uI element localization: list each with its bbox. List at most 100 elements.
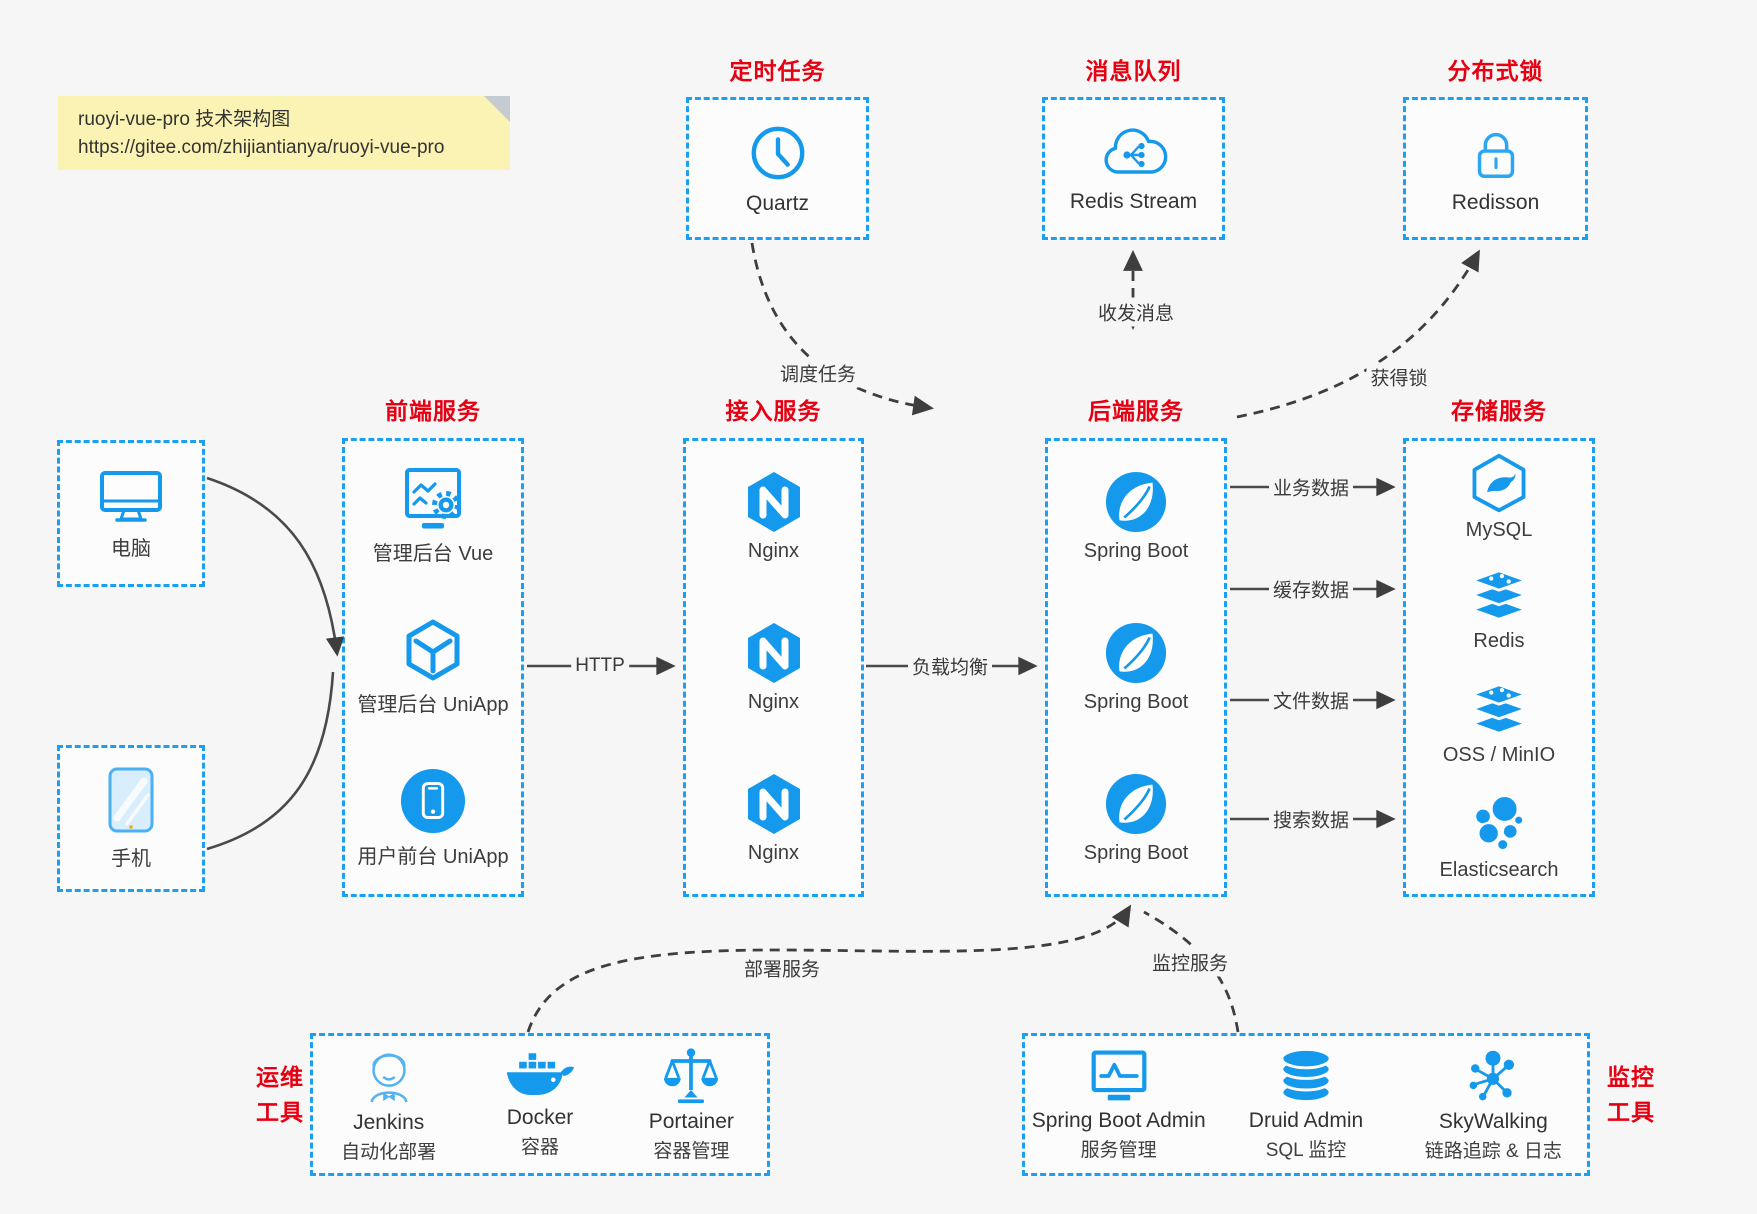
section-title-ops-tools: 运维 工具 — [247, 1060, 313, 1130]
node-label: Quartz — [745, 191, 810, 215]
section-title-frontend: 前端服务 — [385, 398, 481, 424]
portainer-scales-icon — [661, 1047, 721, 1105]
node-elasticsearch: Elasticsearch — [1406, 781, 1592, 894]
phone-icon — [108, 767, 154, 833]
node-label: 管理后台 UniApp — [357, 694, 509, 716]
tool-desc: 容器 — [520, 1136, 559, 1158]
column-storage: MySQL Redis — [1403, 438, 1595, 897]
column-frontend: 管理后台 Vue 管理后台 UniApp 用户前台 UniApp — [342, 438, 524, 897]
mysql-icon — [1469, 453, 1529, 513]
box-monitoring-tools: Spring Boot Admin 服务管理 Druid Admin SQL 监… — [1022, 1033, 1590, 1176]
node-label: Redis Stream — [1069, 189, 1198, 213]
node-label: 电脑 — [111, 538, 151, 560]
spring-icon — [1104, 621, 1168, 685]
edge-label-lock: 获得锁 — [1366, 362, 1432, 392]
edge-label-messaging: 收发消息 — [1093, 297, 1179, 327]
node-label: MySQL — [1465, 519, 1533, 542]
edge-label-file-data: 文件数据 — [1268, 685, 1354, 715]
node-springboot-1: Spring Boot — [1048, 441, 1224, 592]
node-label: Redis — [1473, 630, 1525, 653]
docker-icon — [504, 1051, 576, 1101]
tool-desc: 服务管理 — [1080, 1139, 1157, 1161]
lock-icon — [1477, 132, 1514, 178]
node-label: Spring Boot — [1083, 691, 1189, 713]
node-springboot-3: Spring Boot — [1048, 743, 1224, 894]
node-pc-client: 电脑 — [57, 440, 205, 587]
node-label: Nginx — [747, 540, 800, 562]
nginx-icon — [745, 470, 803, 534]
tool-name: Druid Admin — [1248, 1108, 1364, 1132]
elasticsearch-icon — [1469, 793, 1529, 853]
section-title-message-queue: 消息队列 — [1085, 58, 1182, 84]
tool-name: Spring Boot Admin — [1031, 1108, 1206, 1132]
node-label: Spring Boot — [1083, 842, 1189, 864]
edge-label-business-data: 业务数据 — [1268, 472, 1354, 502]
tool-name: Docker — [506, 1105, 574, 1129]
monitor-pulse-icon — [1089, 1048, 1149, 1104]
tool-desc: 容器管理 — [653, 1140, 730, 1162]
node-nginx-3: Nginx — [686, 743, 861, 894]
edge-deploy-services — [526, 904, 1132, 1033]
note-title: ruoyi-vue-pro 技术架构图 — [78, 109, 291, 130]
desktop-icon — [100, 471, 162, 522]
edge-label-http: HTTP — [571, 654, 629, 678]
redis-stack-icon — [1467, 568, 1531, 624]
clock-icon — [751, 126, 804, 179]
node-quartz: Quartz — [686, 97, 869, 240]
node-portainer: Portainer 容器管理 — [616, 1047, 767, 1163]
node-jenkins: Jenkins 自动化部署 — [313, 1046, 464, 1164]
tool-desc: 自动化部署 — [341, 1141, 437, 1163]
node-admin-vue: 管理后台 Vue — [345, 441, 521, 592]
spring-icon — [1104, 470, 1168, 534]
note-url: https://gitee.com/zhijiantianya/ruoyi-vu… — [78, 136, 445, 158]
section-title-distributed-lock: 分布式锁 — [1447, 58, 1544, 84]
node-oss-minio: OSS / MinIO — [1406, 668, 1592, 781]
spring-icon — [1104, 772, 1168, 836]
node-label: Nginx — [747, 842, 800, 864]
node-admin-uniapp: 管理后台 UniApp — [345, 592, 521, 743]
section-title-storage: 存储服务 — [1451, 398, 1547, 424]
node-skywalking: SkyWalking 链路追踪 & 日志 — [1400, 1047, 1587, 1163]
edge-pc-to-frontend — [206, 476, 345, 657]
ops-title-line2: 工具 — [256, 1099, 304, 1125]
node-docker: Docker 容器 — [464, 1051, 615, 1159]
box-ops-tools: Jenkins 自动化部署 Docker — [310, 1033, 770, 1176]
node-redis-stream: Redis Stream — [1042, 97, 1225, 240]
edge-label-monitor: 监控服务 — [1147, 947, 1233, 977]
node-redis: Redis — [1406, 554, 1592, 667]
node-nginx-1: Nginx — [686, 441, 861, 592]
column-backend: Spring Boot Spring Boot Spring Boot — [1045, 438, 1227, 897]
node-druid-admin: Druid Admin SQL 监控 — [1212, 1047, 1399, 1162]
node-label: Spring Boot — [1083, 540, 1189, 562]
column-gateway: Nginx Nginx Nginx — [683, 438, 864, 897]
section-title-scheduled-jobs: 定时任务 — [729, 58, 826, 84]
node-user-uniapp: 用户前台 UniApp — [345, 743, 521, 894]
database-icon — [1278, 1047, 1334, 1104]
node-label: 手机 — [111, 848, 151, 870]
node-label: OSS / MinIO — [1442, 743, 1556, 766]
node-label: Nginx — [747, 691, 800, 713]
oss-stack-icon — [1467, 682, 1531, 738]
admin-vue-icon — [397, 467, 469, 531]
node-spring-boot-admin: Spring Boot Admin 服务管理 — [1025, 1048, 1212, 1162]
ops-title-line1: 运维 — [256, 1064, 304, 1090]
skywalking-icon — [1463, 1047, 1523, 1105]
node-label: Redisson — [1451, 190, 1540, 214]
nginx-icon — [745, 621, 803, 685]
node-redisson: Redisson — [1403, 97, 1588, 240]
sticky-note: ruoyi-vue-pro 技术架构图 https://gitee.com/zh… — [58, 96, 510, 170]
jenkins-icon — [362, 1046, 416, 1106]
edge-label-load-balance: 负载均衡 — [907, 651, 993, 681]
section-title-gateway: 接入服务 — [725, 398, 822, 424]
tool-name: SkyWalking — [1438, 1109, 1548, 1133]
node-springboot-2: Spring Boot — [1048, 592, 1224, 743]
user-app-icon — [400, 768, 466, 834]
cloud-stream-icon — [1103, 127, 1167, 174]
node-nginx-2: Nginx — [686, 592, 861, 743]
node-label: 管理后台 Vue — [372, 543, 494, 565]
edge-label-schedule: 调度任务 — [775, 358, 861, 388]
monitoring-title-line2: 工具 — [1607, 1099, 1655, 1125]
uniapp-cube-icon — [401, 618, 465, 682]
nginx-icon — [745, 772, 803, 836]
